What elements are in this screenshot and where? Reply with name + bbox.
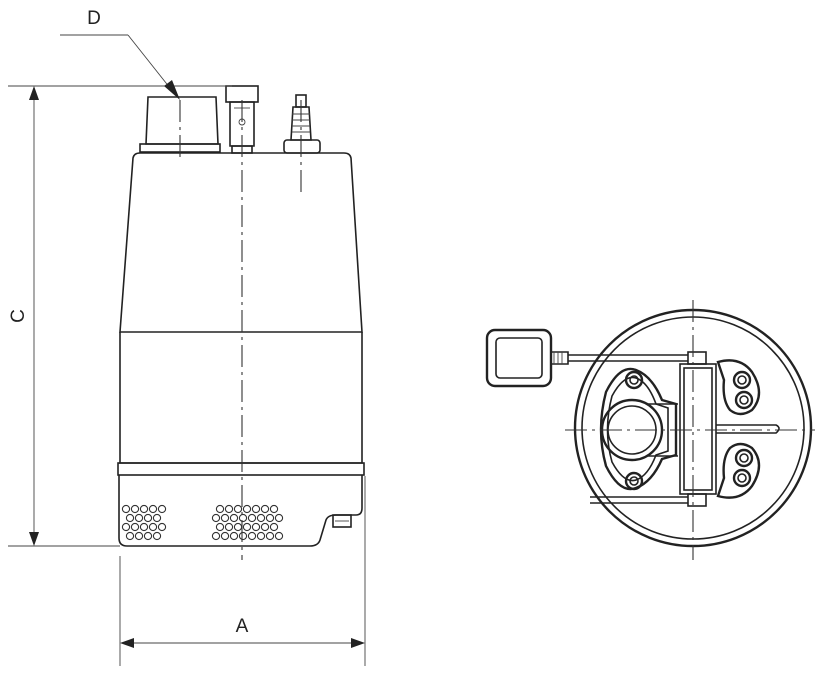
- cable-glands: [716, 359, 761, 499]
- float-switch: [485, 328, 569, 388]
- strainer-base: [118, 475, 363, 547]
- pump-body: [117, 152, 365, 476]
- dimension-d-label: D: [87, 8, 101, 29]
- dimension-a: [119, 476, 366, 666]
- float-switch-connector: [283, 94, 321, 154]
- inlet-holes-left: [121, 504, 167, 541]
- dimension-a-label: A: [236, 616, 249, 637]
- dimension-c-label: C: [8, 309, 29, 323]
- dimension-d-leader: [60, 34, 180, 100]
- center-housing: [679, 363, 780, 495]
- discharge-flange: [599, 367, 678, 491]
- dimension-c: [8, 85, 232, 547]
- top-view: [485, 300, 815, 560]
- side-view: C A D: [8, 8, 366, 666]
- inlet-holes-center: [211, 504, 284, 541]
